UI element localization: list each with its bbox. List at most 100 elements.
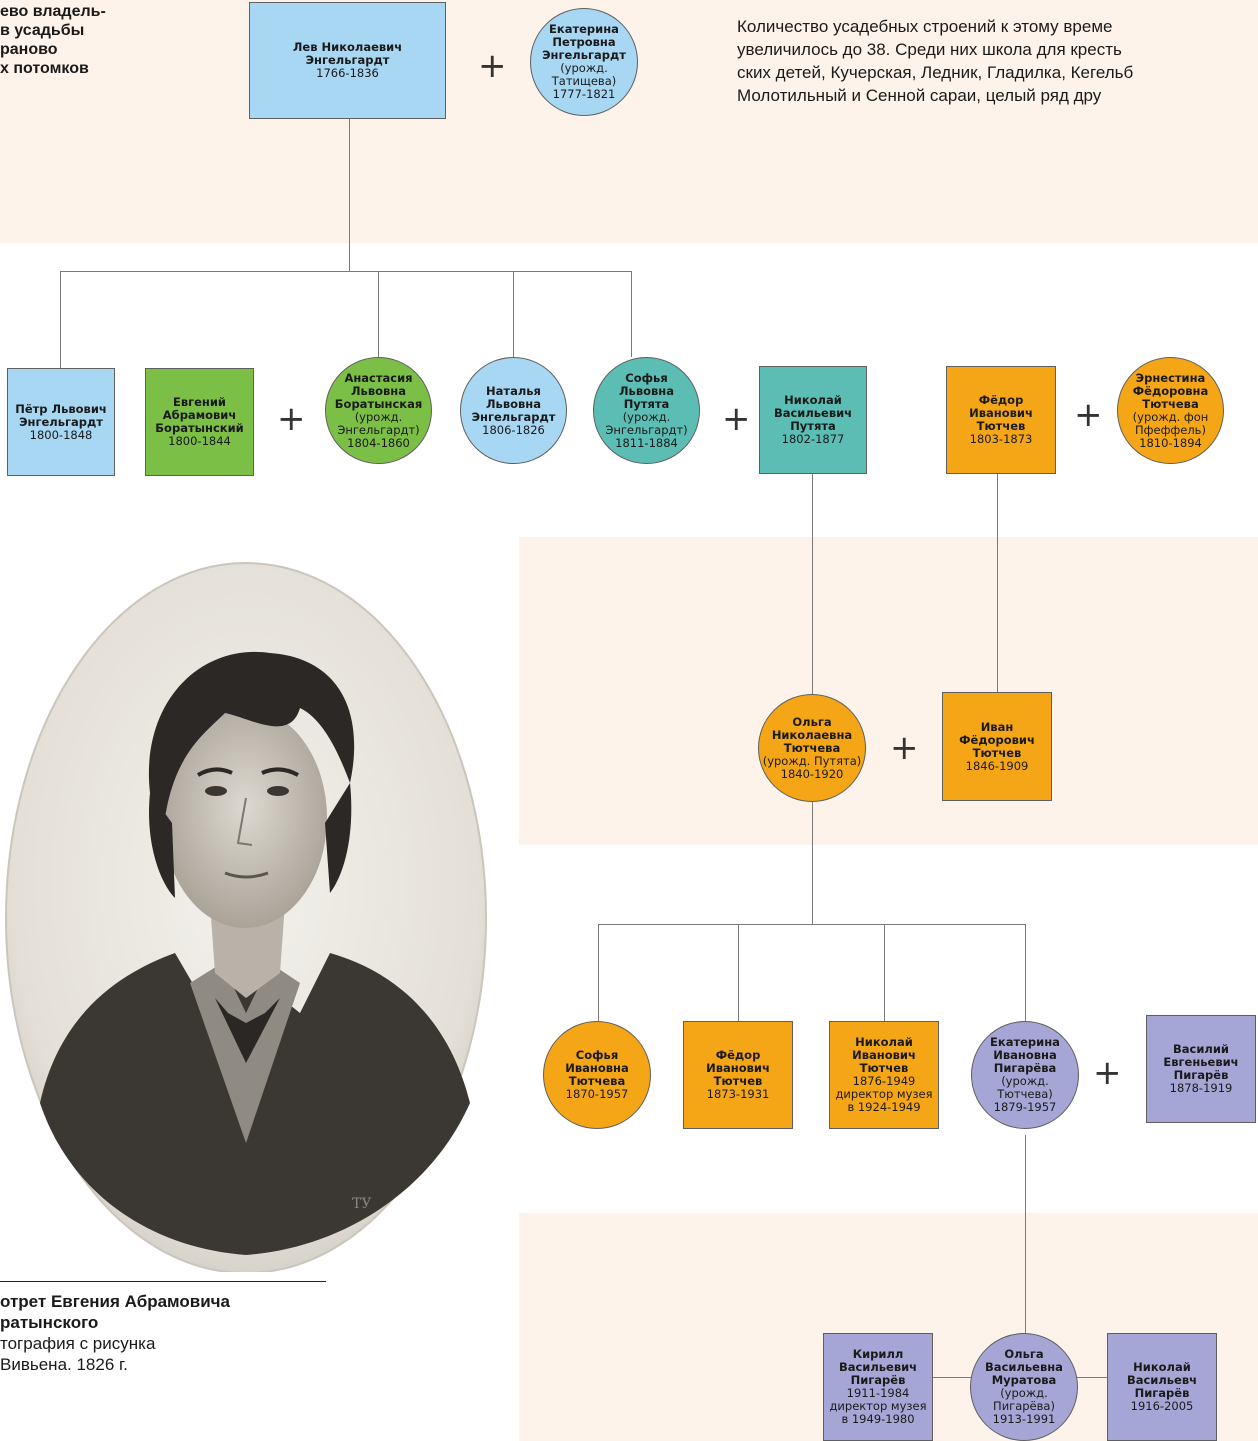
person-name: Кирилл [852,1347,904,1361]
heading-line: ево владель- [0,3,106,20]
person-name: Львовна [351,383,406,398]
person-sofia-putyata: Софья Львовна Путята (урожд. Энгельгардт… [593,357,700,464]
caption-text: Вивьена. 1826 г. [0,1355,128,1374]
heading-line: х потомков [0,60,89,77]
person-name: Пигарёв [1134,1386,1190,1400]
person-name: Эрнестина [1135,370,1206,385]
person-note: Пигарёва) [993,1399,1055,1413]
person-dates: 1870-1957 [565,1087,629,1101]
portrait-image: ТУ [5,562,487,1274]
person-note: (урожд. [622,409,671,424]
person-name: Николай [855,1035,913,1049]
person-name: Пигарёва [993,1061,1057,1075]
person-name: Энгельгардт [471,409,556,424]
connector-line [378,271,379,357]
person-note: в 1949-1980 [841,1412,915,1426]
person-name: Муратова [991,1373,1057,1387]
person-note: Энгельгардт) [337,422,420,437]
connector-line [738,924,739,1021]
person-name: Васильевич [773,406,853,420]
person-note: Тютчева) [997,1087,1053,1101]
person-note: директор музея [835,1087,933,1101]
person-dates: 1913-1991 [992,1412,1056,1426]
person-dates: 1876-1949 [852,1074,916,1088]
person-name: Тютчев [972,745,1022,760]
person-dates: 1873-1931 [706,1087,770,1101]
article-line: Молотильный и Сенной сараи, целый ряд др… [737,86,1102,105]
person-dates: 1811-1884 [615,435,678,450]
person-note: директор музея [829,1399,927,1413]
person-name: Васильевч [1126,1373,1198,1387]
person-name: Иван [980,719,1014,734]
person-name: Софья [625,370,668,385]
person-name: Николай [784,393,842,407]
person-name: Ольга [1004,1347,1044,1361]
connector-line [997,474,998,692]
spouse-plus: + [722,399,751,439]
person-nikolai-ivanovich-tyutchev: Николай Иванович Тютчев 1876-1949 директ… [829,1021,939,1129]
person-name: Петровна [552,35,616,49]
person-fedor-tyutchev: Фёдор Иванович Тютчев 1803-1873 [946,366,1056,474]
portrait-caption: отрет Евгения Абрамовича ратынского тогр… [0,1291,330,1375]
person-name: Фёдор [978,393,1024,407]
person-name: Энгельгардт [305,53,390,67]
connector-line [349,118,350,271]
article-line: увеличилось до 38. Среди них школа для к… [737,40,1122,59]
person-fedor-ivanovich-tyutchev: Фёдор Иванович Тютчев 1873-1931 [683,1021,793,1129]
person-name: Тютчева [1142,396,1199,411]
caption-text: тография с рисунка [0,1334,156,1353]
connector-line [1025,924,1026,1021]
page-heading: ево владель- в усадьбы раново х потомков [0,2,160,78]
person-name: Софья [575,1048,619,1062]
person-name: Ольга [792,714,832,729]
person-name: Львовна [619,383,674,398]
spouse-plus: + [478,46,507,86]
person-kirill-pigarev: Кирилл Васильевич Пигарёв 1911-1984 дире… [823,1333,933,1441]
person-name: Ивановна [565,1061,629,1075]
person-olga-tyutcheva: Ольга Николаевна Тютчева (урожд. Путята)… [758,694,866,802]
person-name: Фёдор [715,1048,761,1062]
person-name: Энгельгардт [19,414,103,429]
portrait-frame: ТУ [0,543,519,1274]
person-name: Фёдоровна [1132,383,1209,398]
person-ekaterina-engelgardt: Екатерина Петровна Энгельгардт (урожд. Т… [530,8,638,116]
connector-line [598,924,1025,925]
person-dates: 1879-1957 [993,1100,1057,1114]
person-dates: 1911-1984 [846,1386,910,1400]
person-evgeniy-boratynskiy: Евгений Абрамович Боратынский 1800-1844 [145,368,254,476]
person-note: (урожд. [560,61,608,75]
person-note: Пфеффель) [1135,422,1206,437]
heading-line: в усадьбы [0,22,85,39]
person-name: Львовна [486,396,541,411]
person-dates: 1800-1844 [168,434,231,448]
connector-line [1025,1135,1026,1377]
person-name: Боратынский [155,421,244,435]
person-dates: 1804-1860 [347,435,410,450]
article-line: ских детей, Кучерская, Ледник, Гладилка,… [737,63,1134,82]
person-ernestina-tyutcheva: Эрнестина Фёдоровна Тютчева (урожд. фон … [1117,357,1224,464]
person-name: Лев Николаевич [292,40,403,54]
person-name: Евгеньевич [1163,1055,1239,1069]
person-note: в 1924-1949 [847,1100,921,1114]
connector-line [598,924,599,1021]
person-dates: 1800-1848 [29,427,93,442]
person-dates: 1766-1836 [316,66,379,80]
connector-line [60,271,631,272]
person-dates: 1806-1826 [482,422,545,437]
person-dates: 1846-1909 [965,758,1029,773]
caption-title: ратынского [0,1313,99,1332]
person-name: Васильевич [838,1360,918,1374]
person-name: Васильевна [985,1360,1063,1374]
person-lev-engelgardt: Лев Николаевич Энгельгардт 1766-1836 [249,2,446,119]
spouse-plus: + [1074,395,1103,435]
person-dates: 1802-1877 [781,432,845,446]
person-name: Николай [1133,1360,1191,1374]
spouse-plus: + [1093,1053,1122,1093]
spouse-plus: + [277,399,306,439]
person-name: Фёдорович [959,732,1035,747]
background-band-middle [519,537,1258,845]
person-olga-muratova: Ольга Васильевна Муратова (урожд. Пигарё… [970,1333,1078,1441]
person-name: Абрамович [162,408,237,422]
article-line: Количество усадебных строений к этому вр… [737,17,1113,36]
person-name: Тютчев [713,1074,763,1088]
